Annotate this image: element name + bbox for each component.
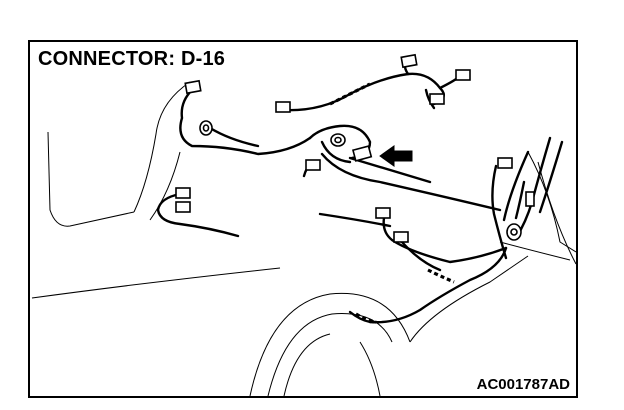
figure-code: AC001787AD bbox=[476, 376, 570, 393]
diagram-frame: CONNECTOR: D-16 bbox=[28, 40, 578, 398]
indicator-arrow bbox=[379, 145, 413, 167]
vehicle-body-outline bbox=[31, 81, 576, 396]
harness-wires bbox=[156, 60, 564, 324]
wiring-harness-illustration bbox=[31, 53, 576, 396]
connector-title: CONNECTOR: D-16 bbox=[38, 48, 226, 70]
grommets bbox=[199, 120, 522, 241]
taped-harness-segments bbox=[329, 82, 455, 324]
connectors bbox=[175, 53, 535, 243]
